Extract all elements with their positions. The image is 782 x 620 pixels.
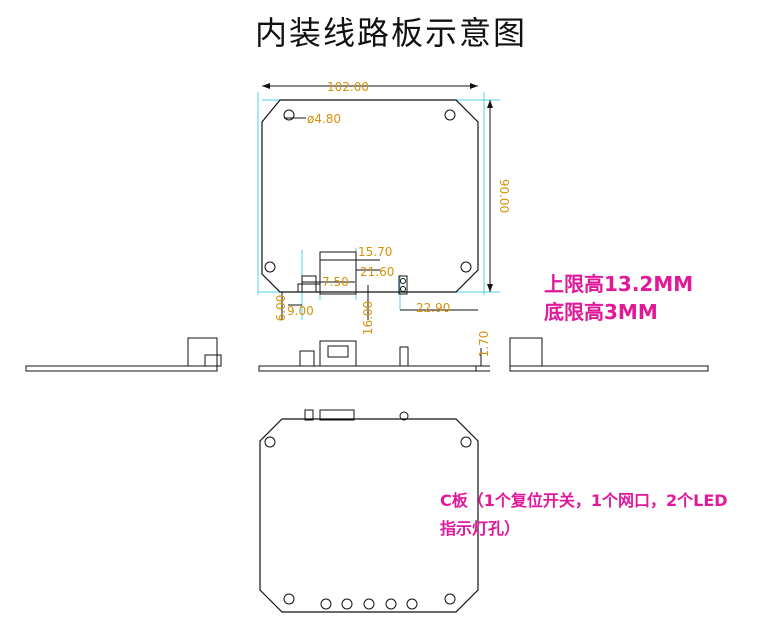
dim-7-50: 7.50 — [322, 275, 349, 289]
dim-hole-diameter: ø4.80 — [307, 112, 341, 126]
diagram-title: 内装线路板示意图 — [254, 14, 527, 52]
led-holes-top — [398, 275, 408, 295]
switch-bottom — [304, 409, 314, 421]
network-port-side-front — [319, 340, 357, 367]
pcb-side-left — [25, 365, 218, 372]
right-side-view — [509, 337, 709, 372]
mounting-hole — [444, 109, 456, 121]
dim-6-00: 6.00 — [274, 295, 288, 322]
dim-16-00: 16.00 — [361, 301, 375, 335]
led-bottom — [399, 411, 409, 421]
dim-15-70: 15.70 — [358, 245, 392, 259]
dim-21-60: 21.60 — [360, 265, 394, 279]
network-port-side-left — [187, 337, 218, 367]
led-hole — [400, 278, 406, 284]
network-port-opening — [327, 345, 349, 358]
reset-switch-base — [297, 283, 321, 293]
mounting-hole — [460, 436, 472, 448]
mounting-hole — [283, 593, 295, 605]
mounting-hole — [264, 436, 276, 448]
lower-height-limit: 底限高3MM — [544, 300, 658, 324]
board-description-line2: 指示灯孔） — [440, 519, 521, 538]
mounting-hole — [283, 109, 295, 121]
board-outline-bottom — [259, 418, 479, 613]
switch-side-left — [204, 354, 222, 367]
network-port-side-right — [509, 337, 543, 367]
mounting-hole — [444, 593, 456, 605]
dim-width: 102.00 — [327, 80, 369, 94]
board-outline-top — [261, 99, 479, 293]
top-view: 102.00 90.00 ø4.80 15.70 21.60 7.50 6.00… — [257, 80, 511, 335]
bottom-indicator-hole — [406, 598, 418, 610]
led-hole — [400, 286, 406, 292]
upper-height-limit: 上限高13.2MM — [544, 272, 694, 296]
mounting-hole — [264, 261, 276, 273]
dim-22-90: 22.90 — [416, 301, 450, 315]
left-side-view — [25, 337, 222, 372]
dimension-lines — [262, 83, 493, 320]
pcb-side-right — [509, 365, 709, 372]
construction-lines — [257, 92, 500, 320]
switch-side-front — [299, 350, 315, 367]
pcb-side-front — [258, 365, 477, 372]
network-port-bottom — [319, 409, 355, 421]
dim-height: 90.00 — [497, 179, 511, 213]
led-side-front — [399, 346, 409, 367]
bottom-indicator-hole — [341, 598, 353, 610]
bottom-indicator-hole — [385, 598, 397, 610]
bottom-indicator-hole — [363, 598, 375, 610]
bottom-view — [259, 409, 479, 613]
height-notes: 上限高13.2MM 底限高3MM — [544, 270, 693, 326]
bottom-indicator-hole — [320, 598, 332, 610]
mounting-hole — [460, 261, 472, 273]
dim-1-70: 1.70 — [477, 331, 491, 358]
dim-9-00: 9.00 — [287, 304, 314, 318]
board-description-line1: C板（1个复位开关，1个网口，2个LED — [440, 491, 728, 510]
board-description: C板（1个复位开关，1个网口，2个LED 指示灯孔） — [440, 487, 728, 543]
front-side-view: 1.70 — [258, 331, 491, 372]
network-port-top — [319, 251, 357, 295]
